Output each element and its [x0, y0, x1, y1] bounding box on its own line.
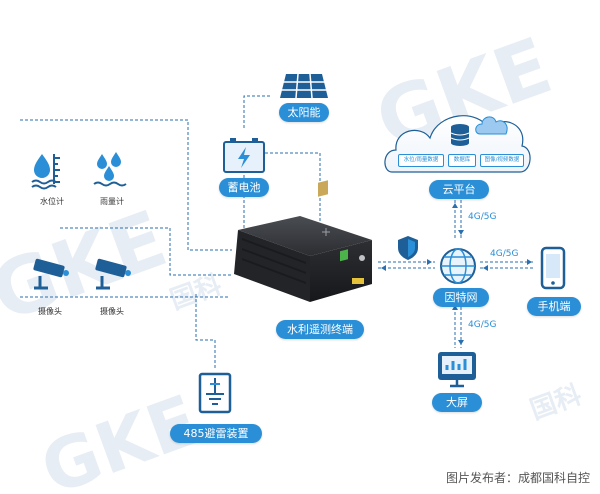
- link-label-internet-screen: 4G/5G: [468, 320, 497, 330]
- battery-node-label: 蓄电池: [219, 178, 269, 197]
- line-water-level: [20, 119, 232, 251]
- solar-panel-icon: [280, 73, 328, 99]
- solar-node-label: 太阳能: [279, 103, 329, 122]
- lightning-protection-icon: [198, 372, 232, 414]
- cloud-box-image-video: 图像/视频数据: [480, 154, 524, 167]
- phone-node-label: 手机端: [527, 297, 581, 316]
- terminal-device: [234, 180, 372, 302]
- camera-1-label: 摄像头: [38, 307, 62, 316]
- line-terminal-lightning: [195, 294, 216, 368]
- cloud-box-water-rain: 水位/雨量数据: [398, 154, 444, 167]
- internet-node-label: 因特网: [433, 288, 489, 307]
- big-screen-icon: [438, 352, 476, 388]
- small-cloud-icon: [475, 116, 508, 135]
- database-icon: [450, 124, 470, 146]
- phone-icon: [540, 246, 566, 290]
- line-battery-cloud: [265, 152, 321, 225]
- screen-node-label: 大屏: [432, 393, 482, 412]
- publisher-credit: 图片发布者：成都国科自控: [445, 471, 590, 485]
- water-level-label: 水位计: [40, 197, 64, 206]
- shield-icon: [398, 236, 418, 260]
- link-label-cloud-internet: 4G/5G: [468, 212, 497, 222]
- globe-icon: [440, 248, 476, 284]
- terminal-node-label: 水利遥测终端: [276, 320, 364, 339]
- water-level-icon: [31, 154, 60, 190]
- rain-gauge-label: 雨量计: [100, 197, 124, 206]
- camera-1-icon: [33, 258, 69, 290]
- rain-gauge-icon: [93, 152, 127, 187]
- link-label-internet-phone: 4G/5G: [490, 249, 519, 259]
- line-rain-gauge: [60, 227, 232, 276]
- cloud-box-database: 数据库: [448, 154, 476, 167]
- camera-2-label: 摄像头: [100, 307, 124, 316]
- lightning-node-label: 485避雷装置: [170, 424, 262, 443]
- camera-2-icon: [95, 258, 131, 290]
- cloud-node-label: 云平台: [429, 180, 489, 199]
- battery-icon: [223, 138, 265, 173]
- arrow-heads: [381, 203, 532, 345]
- line-solar-battery: [243, 95, 270, 128]
